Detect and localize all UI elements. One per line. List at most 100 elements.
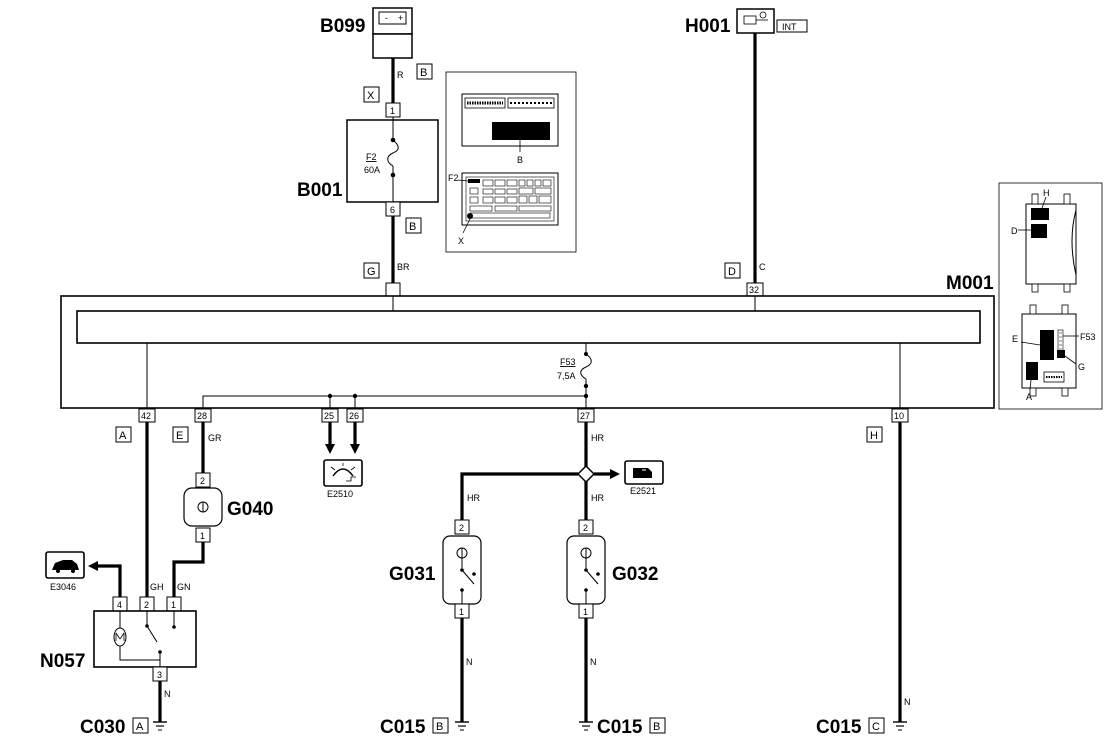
svg-text:E: E [176, 430, 183, 442]
locator-b001-f2: F2 [448, 173, 459, 183]
c015-b1-label: C015 [380, 717, 426, 738]
svg-text:3: 3 [157, 670, 162, 680]
splice-diamond [576, 464, 596, 484]
fuse-f2-rating: 60A [364, 165, 380, 175]
svg-text:A: A [136, 721, 144, 733]
tag-d [724, 262, 741, 279]
locator-m001-d: D [1011, 226, 1018, 236]
tag-g [363, 262, 380, 279]
c015-b2-label: C015 [597, 717, 643, 738]
e2510-outputs [325, 422, 360, 454]
h001-tag: INT [782, 22, 797, 32]
n057-motor-unit [93, 610, 197, 668]
svg-text:G: G [367, 266, 376, 278]
n057-label: N057 [40, 651, 85, 672]
svg-text:2: 2 [200, 476, 205, 486]
b099-battery: - + [372, 7, 413, 59]
wire-color-gr: GR [208, 433, 222, 443]
wire-gn [172, 542, 205, 597]
locator-b001-b: B [517, 155, 523, 165]
ground-c015-b1 [455, 721, 469, 731]
ground-c030 [153, 721, 167, 731]
e2521-label: E2521 [630, 486, 656, 496]
wire-color-br: BR [397, 262, 410, 272]
svg-text:B: B [420, 67, 427, 79]
svg-text:32: 32 [749, 285, 759, 295]
wire-color-gn: GN [177, 582, 191, 592]
svg-text:A: A [119, 430, 127, 442]
wire-color-c: C [759, 262, 766, 272]
svg-text:6: 6 [390, 205, 395, 215]
ground-c015-b2 [579, 721, 593, 731]
battery-minus: - [385, 13, 388, 23]
svg-text:2: 2 [583, 523, 588, 533]
tag-a [115, 426, 132, 443]
locator-m001-e: E [1012, 334, 1018, 344]
b001-fuse-box [346, 117, 439, 203]
g040-label: G040 [227, 499, 273, 520]
c030-label: C030 [80, 717, 125, 738]
g031-door-switch [442, 535, 482, 605]
e2521-door-icon [624, 460, 664, 485]
svg-text:10: 10 [894, 411, 904, 421]
svg-text:27: 27 [580, 411, 590, 421]
m001-lower-pins: 42 28 25 26 27 10 [138, 408, 909, 423]
svg-text:H: H [870, 430, 878, 442]
wire-color-n-c015c: N [904, 697, 911, 707]
wire-e3046 [96, 564, 122, 597]
locator-m001-a: A [1026, 392, 1032, 402]
wire-color-hr-g032: HR [591, 493, 604, 503]
wire-color-n-c030: N [164, 689, 171, 699]
wire-color-n-g032: N [590, 657, 597, 667]
e2510-label: E2510 [327, 489, 353, 499]
n057-pins-top: 4 2 1 [112, 596, 182, 612]
e3046-trunk-icon [45, 551, 85, 579]
wire-color-n-g031: N [466, 657, 473, 667]
svg-text:1: 1 [583, 607, 588, 617]
locator-b001-x: X [458, 236, 464, 246]
svg-text:42: 42 [141, 411, 151, 421]
e2510-interior-light-icon [323, 459, 363, 487]
pin-g032-top [578, 519, 594, 535]
wire-color-hr-g031: HR [467, 493, 480, 503]
tag-gnd-a [132, 717, 149, 734]
e3046-label: E3046 [50, 582, 76, 592]
tag-e [172, 426, 189, 443]
svg-text:B: B [409, 221, 416, 233]
b001-label: B001 [297, 180, 343, 201]
svg-text:B: B [436, 721, 443, 733]
fuse-f2-name: F2 [366, 152, 377, 162]
fuse-f53-name: F53 [560, 357, 576, 367]
g040-switch [183, 487, 223, 527]
tag-b-mid [405, 217, 422, 234]
tag-b-top [416, 63, 433, 80]
svg-text:4: 4 [117, 600, 122, 610]
svg-text:1: 1 [459, 607, 464, 617]
svg-text:2: 2 [459, 523, 464, 533]
svg-text:1: 1 [200, 531, 205, 541]
svg-text:2: 2 [144, 600, 149, 610]
g032-door-switch [566, 535, 606, 605]
ground-c015-c [893, 721, 907, 731]
wire-hr-g031 [460, 472, 578, 520]
svg-text:25: 25 [324, 411, 334, 421]
svg-text:D: D [728, 266, 736, 278]
battery-plus: + [398, 13, 403, 23]
pin-g040-top [195, 472, 211, 488]
pin-m001-g [385, 282, 401, 297]
locator-m001-h: H [1043, 188, 1050, 198]
wire-color-gh: GH [150, 582, 164, 592]
svg-text:28: 28 [197, 411, 207, 421]
locator-m001-f53: F53 [1080, 332, 1096, 342]
svg-text:B: B [653, 721, 660, 733]
h001-label: H001 [685, 16, 731, 37]
tag-h [866, 426, 883, 443]
g032-label: G032 [612, 564, 658, 585]
m001-locator-inset: H D E F53 G A [998, 182, 1103, 410]
tag-x [363, 86, 380, 103]
tag-gnd-b1 [432, 717, 449, 734]
h001-ignition-switch [736, 8, 808, 34]
b099-label: B099 [320, 16, 365, 37]
m001-label: M001 [946, 273, 994, 294]
